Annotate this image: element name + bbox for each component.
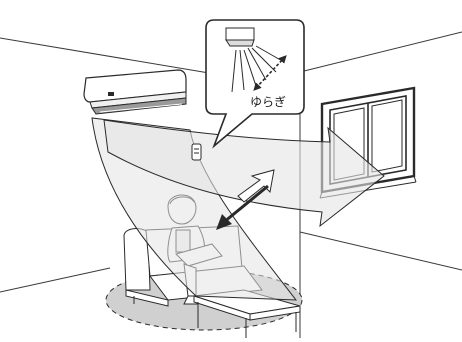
swing-label: ゆらぎ <box>250 96 286 108</box>
air-conditioner-icon <box>84 70 186 114</box>
swing-callout <box>206 20 304 146</box>
remote-control-icon <box>192 144 201 160</box>
